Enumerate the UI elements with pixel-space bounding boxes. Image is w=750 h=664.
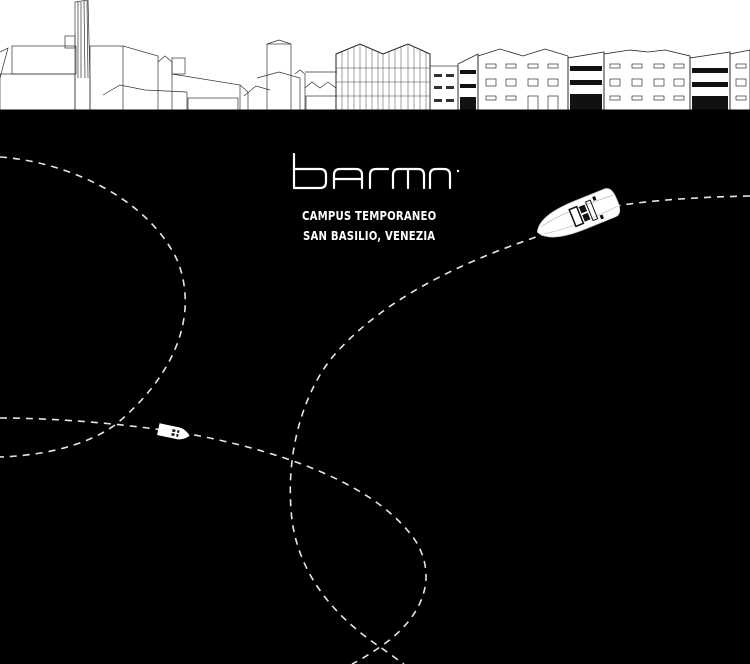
lagoon-water (0, 110, 750, 664)
barman-logotype-icon (292, 152, 460, 190)
campus-title: CAMPUS TEMPORANEO (302, 208, 437, 223)
barman-logo (292, 152, 462, 196)
route-left-loop (0, 156, 186, 458)
route-large-boat (289, 195, 750, 664)
small-motorboat-icon (157, 423, 190, 440)
location-subtitle: SAN BASILIO, VENEZIA (303, 228, 436, 243)
large-motorboat-icon (536, 188, 621, 238)
route-small-boat (0, 417, 427, 664)
